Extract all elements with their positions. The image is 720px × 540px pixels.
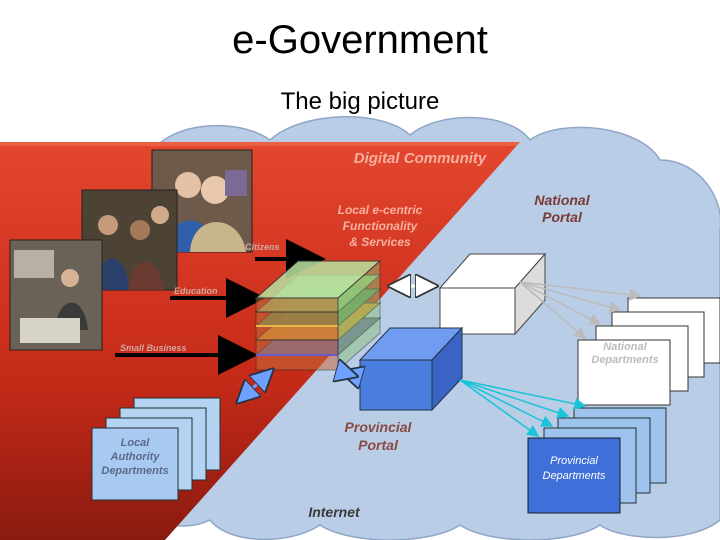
business-photo [9,239,103,351]
national-portal-line1: National [534,192,590,208]
national-dept-links [519,281,642,339]
national-departments-stack [577,297,720,406]
page-title: e-Government [232,18,488,62]
local-services-stack [254,259,382,372]
national-departments-line2: Departments [591,354,658,366]
local-services-line1: Local e-centric [338,203,423,217]
local-authority-line1: Local [121,437,151,449]
internet-label: Internet [308,504,361,520]
provincial-departments-line2: Departments [543,470,606,482]
provincial-departments-stack [527,407,667,514]
digital-community-label: Digital Community [354,150,487,167]
local-provincial-link [342,372,356,376]
national-departments-line1: National [603,341,647,353]
national-portal-line2: Portal [542,209,583,225]
local-services-line2: Functionality [343,219,419,233]
small-business-label: Small Business [120,343,187,353]
page-subtitle: The big picture [280,88,440,115]
local-services-line3: & Services [349,235,411,249]
local-authority-line2: Authority [110,451,161,463]
provincial-dept-links [459,379,587,437]
local-authority-stack [91,397,221,501]
local-authority-link [238,370,272,402]
provincial-departments-line1: Provincial [550,455,598,467]
local-authority-line3: Departments [101,465,168,477]
provincial-portal-line1: Provincial [345,419,413,435]
education-label: Education [174,286,218,296]
national-portal-box [438,252,547,336]
provincial-portal-line2: Portal [358,437,399,453]
provincial-portal-box [358,326,464,412]
citizens-label: Citizens [245,242,280,252]
